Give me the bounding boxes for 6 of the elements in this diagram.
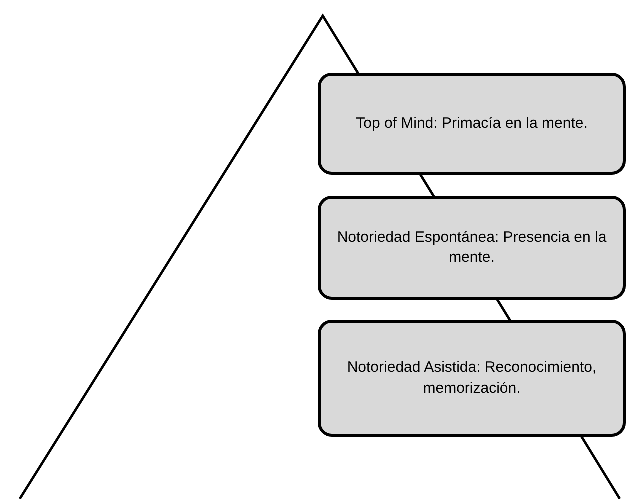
level-box: [318, 73, 626, 175]
level-text: Notoriedad Asistida: Reconocimiento, memorización.: [346, 358, 598, 398]
level-box: [318, 320, 626, 437]
level-box: [318, 196, 626, 300]
level-text: Notoriedad Espontánea: Presencia en la mente.: [336, 228, 608, 268]
level-text: Top of Mind: Primacía en la mente.: [356, 114, 588, 134]
